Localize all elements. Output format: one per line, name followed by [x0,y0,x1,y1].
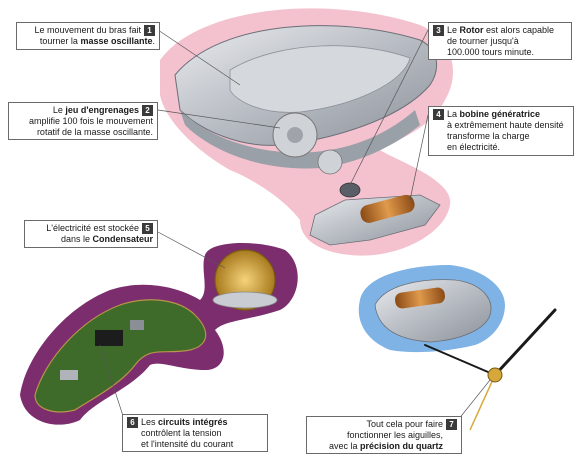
callout-6-line3: et l'intensité du courant [127,439,263,450]
callout-1-number: 1 [144,25,155,36]
component-2 [60,370,78,380]
integrated-chip [95,330,123,346]
minute-hand [425,345,495,375]
callout-2-line3: rotatif de la masse oscillante. [13,127,153,138]
rotor-gear [318,150,342,174]
callout-7-line2: fonctionner les aiguilles, [311,430,457,441]
callout-2-line2: amplifie 100 fois le mouvement [13,116,153,127]
callout-2-number: 2 [142,105,153,116]
callout-4-line3: transforme la charge [433,131,569,142]
rotor-magnet [340,183,360,197]
callout-6-keyword: circuits intégrés [158,417,228,427]
circuit-group [20,243,298,425]
callout-7-keyword: précision du quartz [360,441,443,451]
hands-pinion [488,368,502,382]
callout-3-line3: 100.000 tours minute. [433,47,567,58]
reduction-gear-hub [287,127,303,143]
callout-5-line1: L'électricité est stockée [46,223,139,233]
callout-1-keyword: masse oscillante [80,36,152,46]
callout-4-line2: à extrêmement haute densité [433,120,569,131]
callout-6-number: 6 [127,417,138,428]
callout-3-line2: de tourner jusqu'à [433,36,567,47]
oscillating-weight-group [160,8,453,255]
callout-4-keyword: bobine génératrice [460,109,541,119]
second-hand [470,375,495,430]
capacitor-base [213,292,277,308]
callout-4-number: 4 [433,109,444,120]
component-1 [130,320,144,330]
quartz-group [359,265,555,430]
callout-5-number: 5 [142,223,153,234]
callout-7-number: 7 [446,419,457,430]
callout-2-keyword: jeu d'engrenages [65,105,139,115]
callout-5-keyword: Condensateur [92,234,153,244]
callout-3-number: 3 [433,25,444,36]
callout-4-line4: en électricité. [433,142,569,153]
callout-1-line1: Le mouvement du bras fait [34,25,141,35]
hour-hand [495,310,555,375]
callout-3-keyword: Rotor [460,25,484,35]
callout-7-line1: Tout cela pour faire [366,419,443,429]
callout-6-line2: contrôlent la tension [127,428,263,439]
